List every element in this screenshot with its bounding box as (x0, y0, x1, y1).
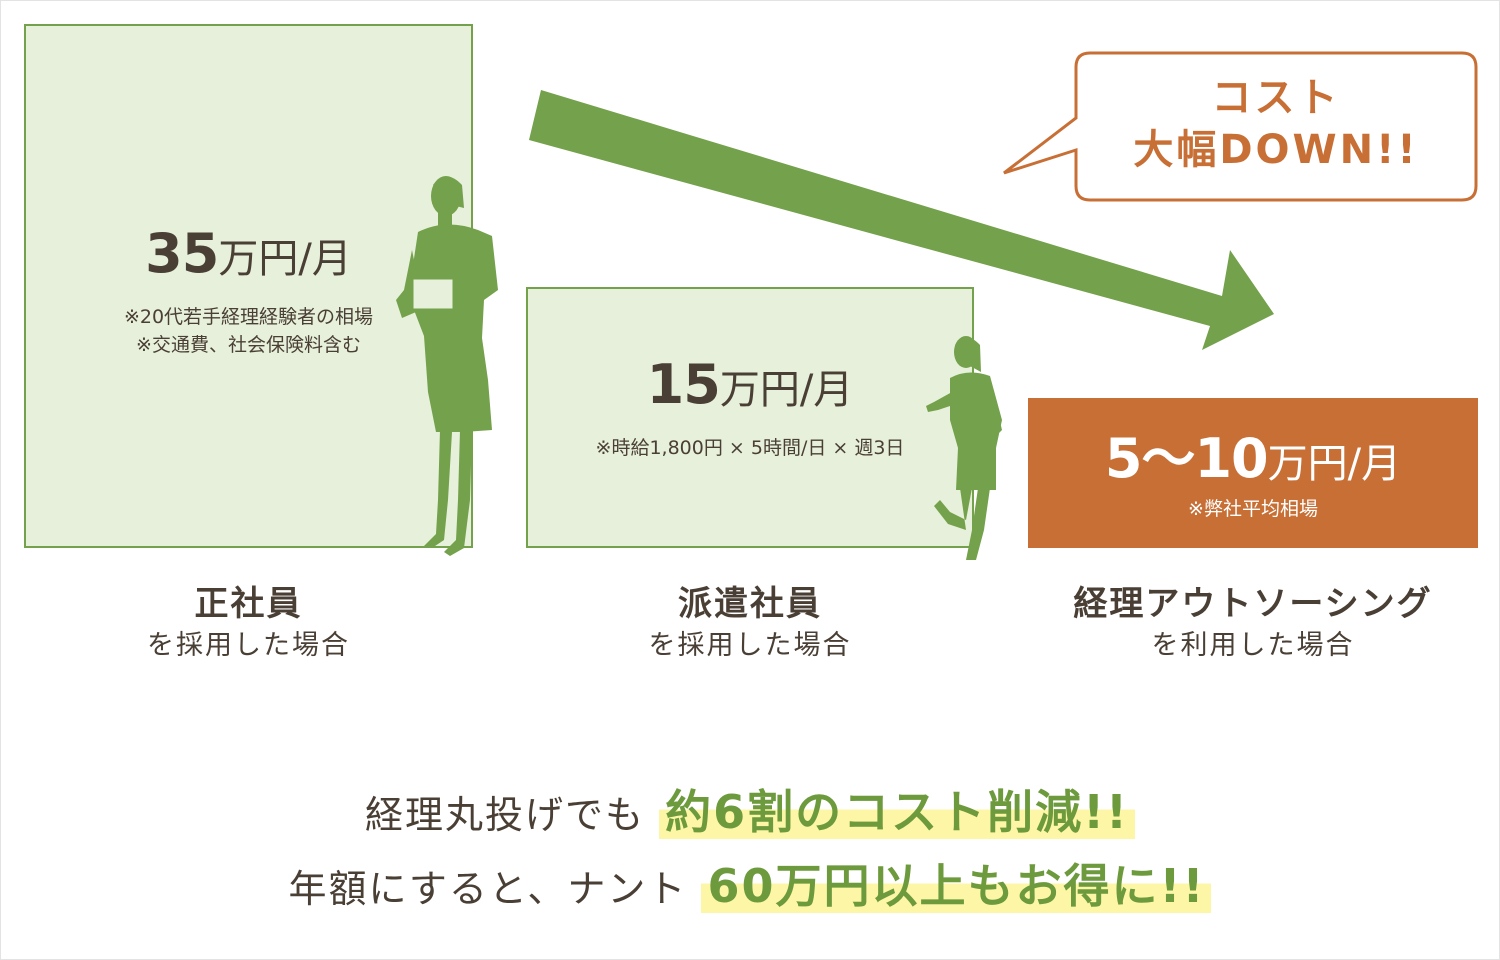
fulltime-price-unit: 万円/月 (218, 236, 352, 282)
outsourcing-price: 5〜10万円/月 (1028, 414, 1478, 493)
outsourcing-cost-box: 5〜10万円/月 ※弊社平均相場 (1028, 398, 1478, 548)
temp-staff-price-amount: 15 (646, 353, 721, 416)
summary-line-1-plain: 経理丸投げでも (364, 793, 645, 837)
fulltime-label: 正社員 を採用した場合 (24, 582, 473, 666)
summary-line-2: 年額にすると、ナント 60万円以上もお得に!! (0, 850, 1500, 916)
summary-line-2-highlight: 60万円以上もお得に!! (701, 859, 1212, 913)
callout-line-2: 大幅DOWN!! (1133, 127, 1419, 173)
office-woman-silhouette (396, 176, 498, 556)
temp-staff-price-unit: 万円/月 (719, 367, 854, 413)
summary-line-2-plain: 年額にすると、ナント (288, 867, 688, 911)
callout-bubble (1003, 51, 1478, 202)
temp-staff-title: 派遣社員 (678, 584, 822, 624)
outsourcing-price-amount: 5〜10 (1104, 427, 1269, 490)
outsourcing-price-unit: 万円/月 (1267, 441, 1402, 487)
outsourcing-label: 経理アウトソーシング を利用した場合 (1000, 582, 1500, 666)
fulltime-price-amount: 35 (145, 222, 219, 285)
temp-staff-subtitle: を採用した場合 (648, 630, 852, 661)
outsourcing-title: 経理アウトソーシング (1073, 584, 1433, 624)
temp-staff-label: 派遣社員 を採用した場合 (526, 582, 974, 666)
temp-staff-price: 15万円/月 (528, 353, 972, 416)
cost-down-arrow (529, 90, 1274, 350)
outsourcing-note: ※弊社平均相場 (1188, 498, 1318, 520)
outsourcing-subtitle: を利用した場合 (1151, 630, 1355, 661)
fulltime-note-2: ※交通費、社会保険料含む (136, 334, 361, 356)
fulltime-note-1: ※20代若手経理経験者の相場 (123, 306, 374, 328)
walking-woman-silhouette (926, 336, 1002, 560)
temp-staff-note: ※時給1,800円 × 5時間/日 × 週3日 (595, 437, 905, 459)
callout-line-1: コスト (1211, 75, 1341, 121)
fulltime-price: 35万円/月 (26, 222, 471, 285)
fulltime-subtitle: を採用した場合 (147, 630, 350, 661)
summary-line-1: 経理丸投げでも 約6割のコスト削減!! (0, 776, 1500, 842)
temp-staff-cost-box: 15万円/月 ※時給1,800円 × 5時間/日 × 週3日 (526, 287, 974, 548)
summary-line-1-highlight: 約6割のコスト削減!! (659, 785, 1136, 839)
callout-text: コスト 大幅DOWN!! (1078, 72, 1474, 176)
fulltime-cost-box: 35万円/月 ※20代若手経理経験者の相場 ※交通費、社会保険料含む (24, 24, 473, 548)
fulltime-title: 正社員 (194, 584, 303, 624)
